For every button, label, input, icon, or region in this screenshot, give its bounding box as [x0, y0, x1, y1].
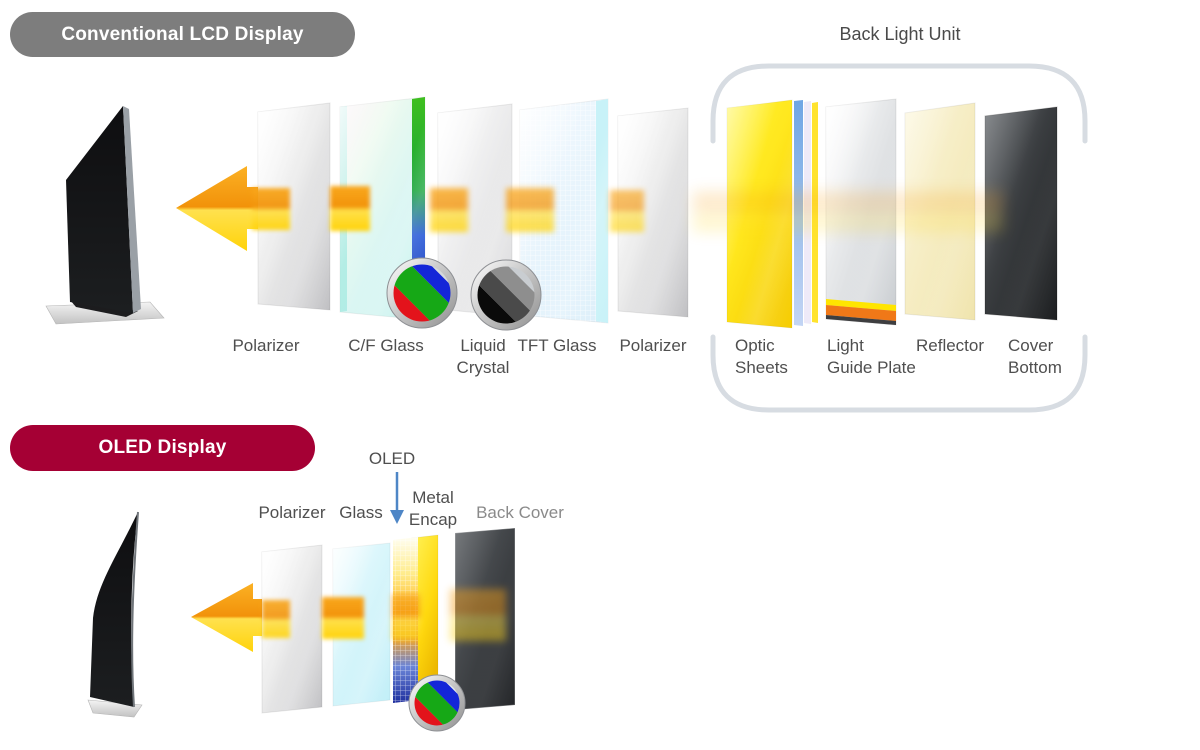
oled-section-badge: OLED Display [10, 425, 315, 471]
liquid-crystal-inset [470, 259, 542, 331]
lcd-label-tft-glass: TFT Glass [517, 336, 597, 355]
lcd-panel-reflector [904, 102, 976, 321]
light-beam-segment [330, 186, 370, 231]
lcd-panel-light-guide-plate [825, 98, 897, 326]
light-beam-segment [262, 600, 290, 638]
lcd-label-polarizer-front: Polarizer [232, 336, 300, 355]
oled-light-arrow [191, 583, 266, 652]
oled-label-glass: Glass [339, 503, 383, 522]
oled-pointer-label: OLED [368, 449, 416, 468]
light-beam-segment [506, 188, 554, 232]
lcd-panel-cover-bottom [984, 106, 1058, 321]
lcd-panel-tft-glass [519, 98, 609, 324]
lcd-label-polarizer-rear: Polarizer [619, 336, 687, 355]
light-beam-segment [450, 589, 506, 641]
light-beam-segment [392, 594, 420, 640]
backlight-unit-label: Back Light Unit [839, 24, 961, 44]
light-beam-segment [693, 191, 1003, 232]
lcd-label-reflector: Reflector [915, 336, 985, 355]
oled-tv-illustration [87, 511, 143, 718]
light-beam-segment [252, 188, 290, 230]
backlight-bracket [710, 63, 1088, 413]
oled-panel-polarizer [261, 544, 323, 714]
oled-panel-back-cover [454, 527, 516, 711]
lcd-panel-polarizer-rear [617, 107, 689, 318]
lcd-panel-optic-sheets [726, 99, 818, 329]
lcd-tv-illustration [45, 106, 165, 325]
oled-label-back-cover: Back Cover [476, 503, 564, 522]
oled-label-polarizer: Polarizer [258, 503, 326, 522]
lcd-section-badge: Conventional LCD Display [10, 12, 355, 57]
light-beam-segment [322, 597, 364, 639]
light-beam-segment [610, 190, 644, 232]
lcd-panel-polarizer-front [257, 102, 331, 311]
light-beam-segment [430, 188, 468, 232]
lcd-label-cf-glass: C/F Glass [348, 336, 424, 355]
oled-pointer-arrow-icon [390, 472, 404, 524]
